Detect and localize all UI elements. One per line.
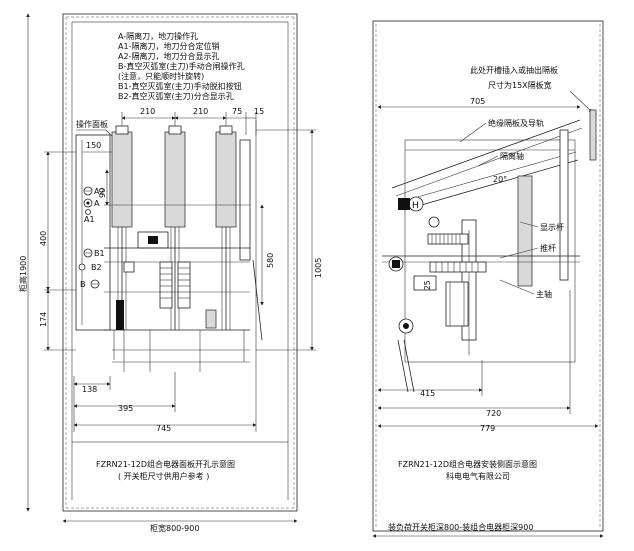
dim-415: 415 [420,389,435,398]
marker-A2: A2 [83,186,105,196]
marker-B1: B1 [83,248,105,258]
marker-A: A [83,198,100,208]
right-side-view: 此处开槽插入或抽出隔板 尺寸为15X隔板宽 705 绝缘隔板及导轨 隔离轴 20… [372,20,604,538]
left-caption-title: FZRN21-12D组合电器面板开孔示意图 [96,459,235,469]
marker-B: B [80,279,100,289]
dim-1005: 1005 [314,258,323,278]
side-cabinet-outline [372,20,604,532]
dim-745: 745 [156,424,171,433]
label-insulating-guide: 绝缘隔板及导轨 [488,118,544,128]
legend-line-5: (注意，只能顺时针旋转) [118,71,204,81]
spring-coils [159,261,191,309]
left-front-view: A-隔离刀，地刀操作孔 A1-隔离刀，地刀分合定位销 A2-隔离刀，地刀分合显示… [18,13,323,533]
dim-705: 705 [470,97,485,106]
dim-75: 75 [232,107,242,116]
right-caption-title: FZRN21-12D组合电器安装侧面示意图 [398,459,537,469]
dim-779: 779 [480,424,495,433]
legend-line-4: B-真空灭弧室(主刀)手动合闸操作孔 [118,61,245,71]
dim-400: 400 [39,231,48,246]
operating-plate [75,134,111,331]
dim-15: 15 [254,107,264,116]
svg-text:A: A [94,199,100,208]
dim-25: 25 [423,280,432,290]
dim-210-right: 210 [193,107,208,116]
legend: A-隔离刀，地刀操作孔 A1-隔离刀，地刀分合定位销 A2-隔离刀，地刀分合显示… [118,31,245,101]
dim-395: 395 [118,404,133,413]
svg-text:B1: B1 [94,249,105,258]
cabinet-outline [62,13,298,512]
pole-3 [215,125,237,330]
slot-size-note: 尺寸为15X隔板宽 [488,80,552,90]
dim-720: 720 [486,409,501,418]
legend-line-7: B2-真空灭弧室(主刀)分合显示孔 [118,91,234,101]
marker-A1: A1 [84,209,95,224]
label-display-rod: 显示杆 [540,222,564,232]
svg-text:A1: A1 [84,215,95,224]
central-box [137,231,169,249]
mechanism-frame [404,139,576,363]
cabinet-height-label: 柜高1900 [18,256,28,292]
dim-580: 580 [266,253,275,268]
inner-panel [71,21,289,443]
svg-text:B: B [80,280,86,289]
label-operating-panel: 操作面板 [76,119,108,129]
cabinet-width-label: 柜宽800-900 [150,523,199,533]
slot-note: 此处开槽插入或抽出隔板 [470,65,558,75]
legend-line-2: A1-隔离刀，地刀分合定位销 [118,41,219,51]
label-main-shaft: 主轴 [536,289,552,299]
right-caption-company: 科电电气有限公司 [446,471,510,481]
svg-text:A2: A2 [94,187,105,196]
pole-1 [111,125,133,330]
label-angle: 20° [493,175,507,184]
legend-line-1: A-隔离刀，地刀操作孔 [118,31,198,41]
dim-210-left: 210 [140,107,155,116]
springs-side [427,233,487,273]
marker-B2: B2 [78,263,102,272]
dim-150: 150 [86,141,101,150]
label-isolation-shaft: 隔离轴 [500,151,524,161]
svg-text:B2: B2 [91,263,102,272]
dim-174: 174 [39,312,48,327]
dim-90: 90 [98,188,107,198]
svg-text:H: H [412,201,419,211]
legend-line-3: A2-隔离刀，地刀分合显示孔 [118,51,219,61]
dim-138: 138 [82,385,97,394]
cabinet-depth-label: 装负荷开关柜深800-装组合电器柜深900 [388,522,533,532]
legend-line-6: B1-真空灭弧室(主刀)手动脱扣按钮 [118,81,242,91]
left-caption-note: ( 开关柜尺寸供用户参考 ) [118,471,209,481]
label-push-rod: 推杆 [540,243,556,253]
